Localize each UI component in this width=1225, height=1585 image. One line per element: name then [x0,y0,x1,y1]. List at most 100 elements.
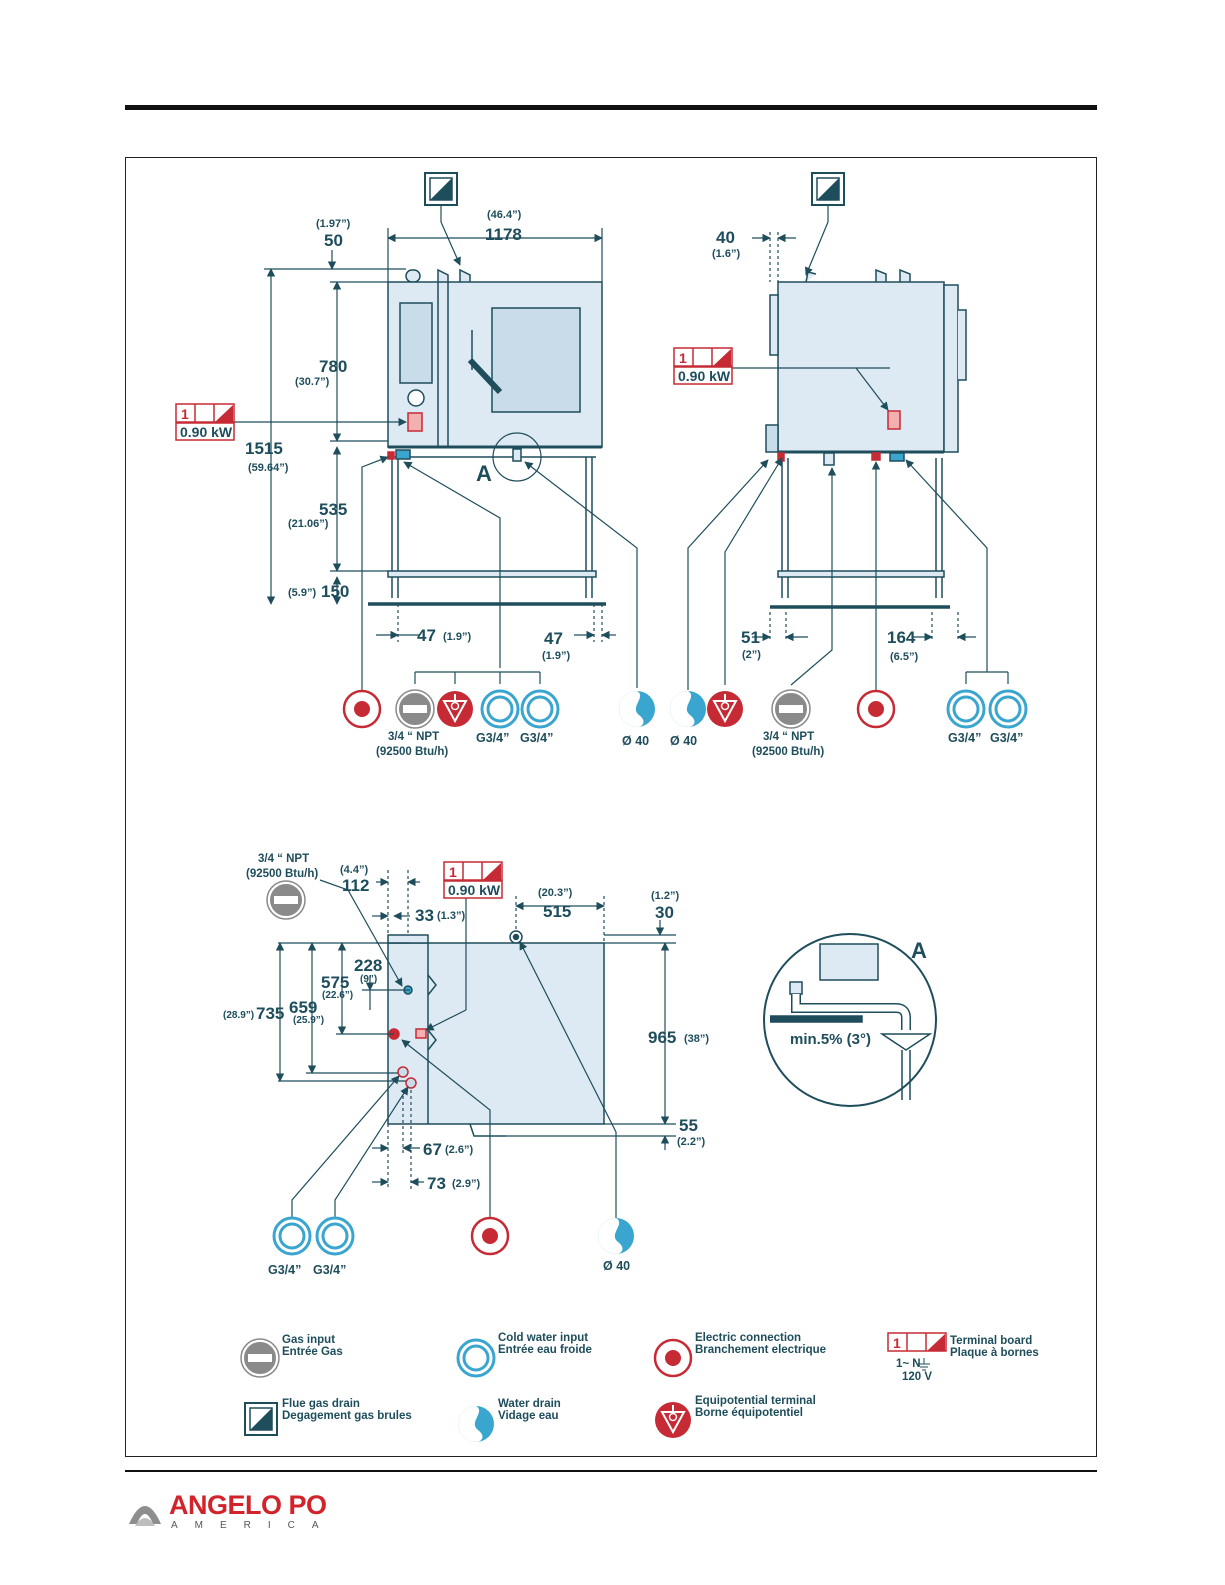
svg-text:(92500 Btu/h): (92500 Btu/h) [376,746,448,758]
svg-text:(59.64”): (59.64”) [248,462,289,474]
svg-text:A: A [911,938,927,963]
svg-text:(1.3”): (1.3”) [437,910,465,922]
svg-text:(2.9”): (2.9”) [452,1178,480,1190]
front-dimension-lines [234,205,638,690]
svg-text:Ø 40: Ø 40 [670,734,697,748]
svg-text:575: 575 [321,973,349,992]
svg-text:515: 515 [543,902,571,921]
legend: Gas input Entrée Gas Cold water input En… [240,1332,1039,1442]
svg-text:47: 47 [417,626,436,645]
svg-text:(1.9”): (1.9”) [443,631,471,643]
svg-text:(28.9”): (28.9”) [223,1010,254,1021]
svg-text:3/4 “ NPT: 3/4 “ NPT [763,731,814,743]
drawing-frame [125,157,1097,1457]
svg-text:1: 1 [893,1335,901,1351]
legend-gas-item: Gas input Entrée Gas [240,1334,343,1378]
svg-text:G3/4”: G3/4” [313,1263,346,1277]
svg-text:67: 67 [423,1140,442,1159]
svg-text:G3/4”: G3/4” [476,731,509,745]
svg-text:47: 47 [544,629,563,648]
side-dimension-lines [687,205,1009,690]
power-label: 0.90 kW [678,368,731,384]
top-dimension-lines [275,870,676,1222]
svg-text:Water drain: Water drain [498,1398,561,1410]
svg-text:Cold water input: Cold water input [498,1332,588,1344]
svg-text:1515: 1515 [245,439,283,458]
svg-text:164: 164 [887,628,916,647]
svg-text:G3/4”: G3/4” [948,731,981,745]
svg-text:(30.7”): (30.7”) [295,376,330,388]
connection-labels: 3/4 “ NPT (92500 Btu/h) G3/4” G3/4” Ø 40… [246,731,1023,1277]
top-dimension-text: (4.4”) 112 33 (1.3”) (20.3”) 515 (1.2”) … [223,864,709,1193]
svg-text:G3/4”: G3/4” [520,731,553,745]
top-view [387,930,605,1137]
svg-text:150: 150 [321,582,349,601]
svg-text:228: 228 [354,956,382,975]
svg-text:(1.6”): (1.6”) [712,248,740,260]
front-dimension-text: (1.97”) 50 (46.4”) 1178 780 (30.7”) 1515… [245,209,570,662]
svg-text:(9”): (9”) [360,974,377,985]
svg-text:(2.6”): (2.6”) [445,1144,473,1156]
svg-text:1~ N: 1~ N [896,1358,921,1370]
svg-text:Borne équipotentiel: Borne équipotentiel [695,1407,803,1419]
svg-text:(92500 Btu/h): (92500 Btu/h) [246,868,318,880]
svg-text:(46.4”): (46.4”) [487,209,522,221]
svg-text:Ø 40: Ø 40 [622,734,649,748]
svg-text:(21.06”): (21.06”) [288,518,329,530]
svg-text:Equipotential terminal: Equipotential terminal [695,1395,816,1407]
svg-text:535: 535 [319,500,347,519]
legend-terminal-item: 1 1~ N 120 V Terminal board Plaque à bor… [887,1332,1039,1383]
front-view [368,268,606,606]
terminal-number: 1 [679,350,687,366]
svg-text:(1.2”): (1.2”) [651,890,679,902]
terminal-number: 1 [449,864,457,880]
brand-logo: ANGELO PO AMERICA [125,1488,355,1536]
svg-text:(2”): (2”) [742,649,761,661]
svg-text:(4.4”): (4.4”) [340,864,368,876]
svg-text:(25.9”): (25.9”) [293,1015,324,1026]
svg-text:(22.6”): (22.6”) [322,990,353,1001]
svg-text:659: 659 [289,998,317,1017]
svg-text:Flue gas drain: Flue gas drain [282,1398,360,1410]
side-view [765,268,967,609]
svg-text:Branchement electrique: Branchement electrique [695,1344,826,1356]
svg-text:3/4 “ NPT: 3/4 “ NPT [388,731,439,743]
svg-text:Terminal board: Terminal board [950,1335,1032,1347]
svg-text:Ø 40: Ø 40 [603,1259,630,1273]
svg-text:55: 55 [679,1116,698,1135]
detail-a [763,933,937,1107]
svg-text:735: 735 [256,1004,284,1023]
brand-mark-icon [129,1506,161,1526]
svg-text:40: 40 [716,228,735,247]
terminal-badge-top: 1 0.90 kW [443,861,503,899]
side-dimension-text: 40 (1.6”) 51 (2”) 164 (6.5”) [712,228,918,663]
svg-text:(38”): (38”) [684,1033,709,1045]
svg-text:Degagement gas brules: Degagement gas brules [282,1410,412,1422]
svg-text:G3/4”: G3/4” [990,731,1023,745]
terminal-number: 1 [181,406,189,422]
svg-text:120 V: 120 V [902,1371,932,1383]
brand-name: ANGELO PO [169,1490,327,1520]
brand-subtitle: AMERICA [171,1520,336,1531]
svg-text:A: A [476,461,492,486]
svg-text:50: 50 [324,231,343,250]
legend-equipotential-item: Equipotential terminal Borne équipotenti… [654,1395,816,1439]
svg-text:(2.2”): (2.2”) [677,1136,705,1148]
detail-text: A min.5% (3°) [790,938,927,1048]
legend-water-drain-item: Water drain Vidage eau [458,1398,561,1442]
terminal-badge-side: 1 0.90 kW [673,347,733,385]
terminal-badge-front: 1 0.90 kW [175,403,235,441]
svg-text:min.5% (3°): min.5% (3°) [790,1031,871,1048]
top-rule [125,105,1097,110]
svg-text:Electric connection: Electric connection [695,1332,801,1344]
svg-text:51: 51 [741,628,760,647]
legend-cold-water-item: Cold water input Entrée eau froide [456,1332,592,1378]
svg-text:(1.9”): (1.9”) [542,650,570,662]
svg-text:73: 73 [427,1174,446,1193]
svg-text:965: 965 [648,1028,676,1047]
svg-text:Entrée eau froide: Entrée eau froide [498,1344,592,1356]
power-label: 0.90 kW [448,882,501,898]
svg-text:(92500 Btu/h): (92500 Btu/h) [752,746,824,758]
svg-text:(5.9”): (5.9”) [288,587,316,599]
